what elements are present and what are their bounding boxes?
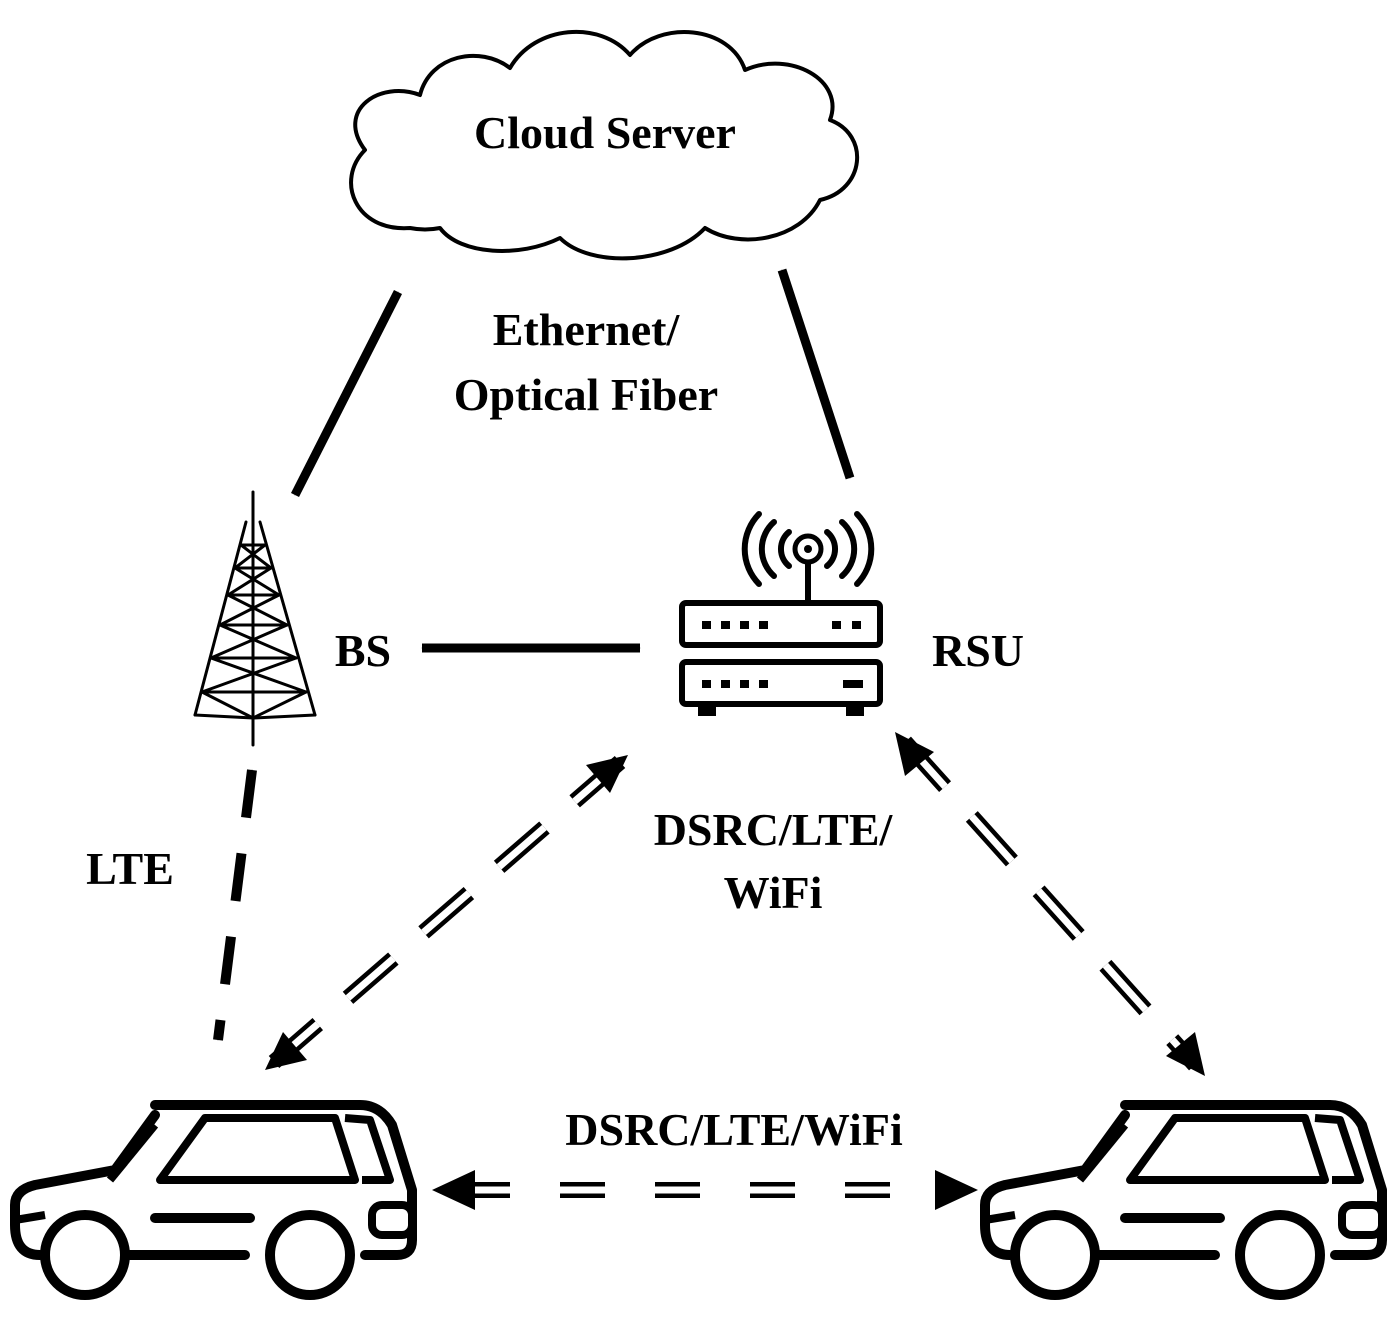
vehicle-right-icon: [980, 1100, 1387, 1300]
cloud-server-label: Cloud Server: [474, 107, 736, 158]
rsu-vehicle-label-line2: WiFi: [724, 867, 823, 918]
rsu-label: RSU: [932, 625, 1024, 676]
v2v-arrow: [432, 1170, 978, 1210]
bs-vehicle-lte-arrow: [213, 769, 257, 1041]
vehicle-left-icon: [10, 1100, 417, 1300]
cloud-rsu-arrow: [777, 268, 855, 480]
backhaul-label-line2: Optical Fiber: [454, 369, 718, 420]
rsu-vehicle-left-arrow: [265, 755, 628, 1070]
cell-tower-icon: [193, 490, 317, 747]
v2v-label: DSRC/LTE/WiFi: [565, 1104, 903, 1155]
lte-label: LTE: [86, 843, 174, 894]
cloud-server-icon: [349, 29, 860, 261]
rsu-vehicle-right-arrow: [895, 732, 1205, 1076]
rsu-vehicle-label-line1: DSRC/LTE/: [654, 804, 894, 855]
backhaul-label-line1: Ethernet/: [493, 304, 681, 355]
rsu-router-icon: [679, 511, 883, 716]
bs-label: BS: [335, 625, 391, 676]
cloud-bs-arrow: [290, 289, 403, 498]
